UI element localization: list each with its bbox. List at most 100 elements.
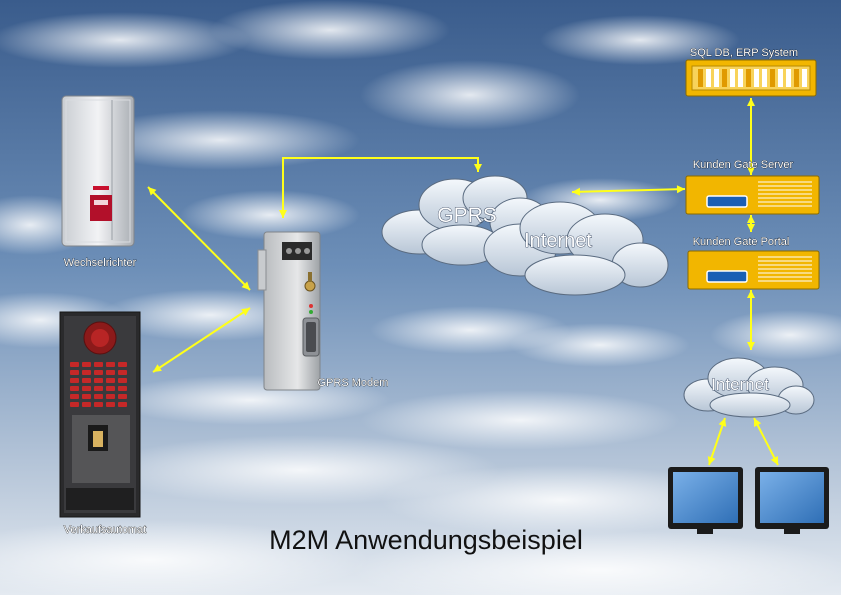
- vending-button: [82, 394, 91, 399]
- vending-button: [94, 370, 103, 375]
- server-icon: [685, 175, 820, 215]
- arrowhead: [676, 185, 685, 194]
- kunden-gate-portal[interactable]: Kunden Gate Portal: [687, 236, 820, 290]
- vending-button: [82, 370, 91, 375]
- vending-button: [118, 370, 127, 375]
- modem-icon: [257, 231, 321, 391]
- connector-internet-gateserver: [571, 188, 686, 193]
- vending-button: [94, 394, 103, 399]
- vending-button: [70, 402, 79, 407]
- vending-button: [106, 370, 115, 375]
- arrowhead: [241, 281, 250, 290]
- arrowhead: [279, 210, 287, 218]
- rack-slot: [770, 69, 775, 87]
- vending-button: [118, 378, 127, 383]
- rack-slot: [746, 69, 751, 87]
- vending-button: [118, 402, 127, 407]
- cloud-icon: [483, 201, 669, 296]
- arrowhead: [153, 364, 162, 372]
- rack-slot: [698, 69, 703, 87]
- vending-button: [70, 394, 79, 399]
- arrowhead: [747, 290, 755, 298]
- connector-vending-modem: [152, 307, 251, 373]
- gate-portal-label: Kunden Gate Portal: [693, 236, 790, 248]
- vending-machine-buttons: [70, 362, 127, 407]
- rack-slot: [786, 69, 791, 87]
- vending-button: [70, 386, 79, 391]
- sql-db-server[interactable]: SQL DB, ERP System: [685, 47, 817, 97]
- arrowhead: [474, 164, 482, 172]
- kunden-gate-server[interactable]: Kunden Gate Server: [685, 159, 820, 215]
- arrowhead: [241, 308, 250, 316]
- gprs-modem[interactable]: GPRS Modem: [257, 231, 389, 391]
- database-server-icon: [685, 59, 817, 97]
- rack-slot: [754, 69, 759, 87]
- inverter-label: Wechselrichter: [64, 257, 137, 269]
- vending-machine-icon: [59, 311, 141, 518]
- vending-machine[interactable]: Verkaufsautomat: [59, 311, 147, 536]
- rack-slot: [714, 69, 719, 87]
- vending-button: [82, 378, 91, 383]
- vending-button: [70, 378, 79, 383]
- arrowhead: [747, 167, 755, 175]
- arrowhead: [754, 418, 762, 427]
- rack-slot: [730, 69, 735, 87]
- arrowhead: [707, 456, 716, 465]
- arrowhead: [747, 98, 755, 106]
- client-monitor-left[interactable]: [668, 467, 743, 534]
- connector-internet-monitor-left: [708, 417, 726, 466]
- rack-slot: [706, 69, 711, 87]
- vending-button: [94, 378, 103, 383]
- server-icon: [687, 250, 820, 290]
- rack-slot: [778, 69, 783, 87]
- gate-server-label: Kunden Gate Server: [693, 159, 794, 171]
- vending-button: [106, 394, 115, 399]
- monitor-icon: [668, 467, 743, 534]
- inverter-icon: [61, 95, 135, 247]
- vending-button: [70, 362, 79, 367]
- arrowhead: [747, 342, 755, 350]
- cloud-icon: [683, 357, 815, 418]
- vending-button: [94, 402, 103, 407]
- vending-button: [106, 386, 115, 391]
- connector-arrowheads: [148, 98, 778, 465]
- modem-label: GPRS Modem: [318, 377, 389, 389]
- rack-slot: [794, 69, 799, 87]
- rack-slot: [738, 69, 743, 87]
- internet-cloud-top[interactable]: Internet: [483, 201, 669, 296]
- vending-button: [118, 362, 127, 367]
- internet-cloud-bottom[interactable]: Internet: [683, 357, 815, 418]
- arrowhead: [747, 215, 755, 223]
- monitor-icon: [755, 467, 829, 534]
- vending-button: [94, 386, 103, 391]
- vending-button: [106, 402, 115, 407]
- rack-slot: [722, 69, 727, 87]
- vending-button: [82, 402, 91, 407]
- inverter[interactable]: Wechselrichter: [61, 95, 137, 269]
- internet-cloud-top-label: Internet: [524, 230, 592, 252]
- arrowhead: [770, 456, 778, 465]
- arrowhead: [747, 224, 755, 232]
- internet-cloud-bottom-label: Internet: [711, 375, 769, 394]
- vending-machine-label: Verkaufsautomat: [64, 524, 147, 536]
- diagram-title: M2M Anwendungsbeispiel: [269, 525, 583, 555]
- sql-db-label: SQL DB, ERP System: [690, 47, 798, 59]
- vending-button: [70, 370, 79, 375]
- vending-button: [82, 362, 91, 367]
- connector-internet-monitor-right: [753, 417, 779, 466]
- vending-button: [106, 362, 115, 367]
- gprs-cloud-label: GPRS: [437, 204, 497, 227]
- vending-button: [106, 378, 115, 383]
- rack-slot: [802, 69, 807, 87]
- vending-button: [118, 386, 127, 391]
- arrowhead: [148, 187, 157, 196]
- client-monitor-right[interactable]: [755, 467, 829, 534]
- arrowhead: [718, 418, 727, 427]
- rack-slot: [762, 69, 767, 87]
- vending-button: [82, 386, 91, 391]
- connector-inverter-modem: [147, 186, 251, 291]
- arrowhead: [572, 187, 581, 196]
- vending-button: [94, 362, 103, 367]
